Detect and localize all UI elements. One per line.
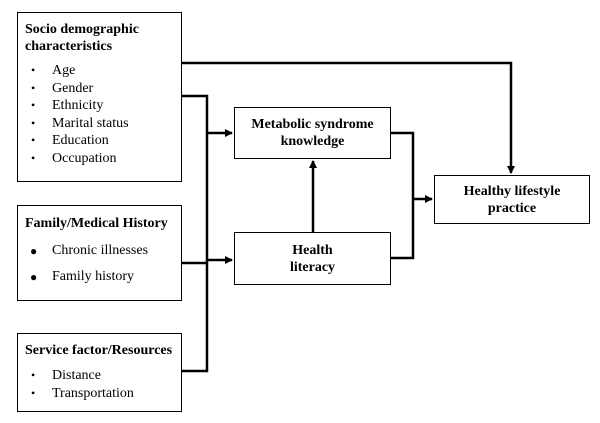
bullet-icon: ● bbox=[30, 270, 38, 284]
list-item: •Education bbox=[31, 133, 109, 149]
list-item: •Occupation bbox=[31, 150, 117, 166]
service-factor-title: Service factor/Resources bbox=[25, 343, 173, 358]
bullet-icon: • bbox=[31, 133, 36, 148]
bracket-left-inputs bbox=[182, 94, 209, 373]
bullet-icon: • bbox=[31, 150, 36, 165]
bullet-icon: • bbox=[31, 98, 36, 113]
list-item: ●Family history bbox=[25, 264, 181, 290]
list-item: ●Chronic illnesses bbox=[25, 238, 181, 264]
service-factor-list: •Distance •Transportation bbox=[25, 367, 181, 402]
socio-demographic-box: Socio demographic characteristics •Age •… bbox=[17, 12, 182, 182]
bullet-icon: • bbox=[31, 80, 36, 95]
bullet-icon: • bbox=[31, 63, 36, 77]
socio-demographic-title: Socio demographic characteristics bbox=[25, 22, 139, 54]
bullet-icon: • bbox=[31, 115, 36, 130]
bullet-icon: • bbox=[31, 368, 36, 382]
bracket-right-outputs bbox=[391, 131, 415, 260]
socio-demographic-list: •Age •Gender •Ethnicity •Marital status … bbox=[25, 62, 181, 168]
list-item: •Marital status bbox=[31, 115, 129, 131]
list-item: •Distance bbox=[31, 368, 101, 383]
family-medical-history-list: ●Chronic illnesses ●Family history bbox=[25, 238, 181, 290]
healthy-lifestyle-practice-label: Healthy lifestyle practice bbox=[463, 183, 561, 216]
arrow-socio-to-healthy bbox=[182, 61, 515, 174]
list-item: •Ethnicity bbox=[31, 98, 104, 114]
family-medical-history-title: Family/Medical History bbox=[25, 216, 168, 231]
service-factor-box: Service factor/Resources •Distance •Tran… bbox=[17, 333, 182, 412]
list-item: •Age bbox=[31, 63, 76, 78]
list-item: •Transportation bbox=[31, 385, 134, 401]
metabolic-syndrome-knowledge-box: Metabolic syndrome knowledge bbox=[234, 107, 391, 159]
bullet-icon: • bbox=[31, 385, 36, 400]
healthy-lifestyle-practice-box: Healthy lifestyle practice bbox=[434, 175, 590, 224]
bullet-icon: ● bbox=[30, 244, 38, 258]
metabolic-syndrome-knowledge-label: Metabolic syndrome knowledge bbox=[251, 117, 374, 149]
health-literacy-box: Health literacy bbox=[234, 232, 391, 285]
health-literacy-label: Health literacy bbox=[289, 242, 336, 275]
family-medical-history-box: Family/Medical History ●Chronic illnesse… bbox=[17, 205, 182, 301]
list-item: •Gender bbox=[31, 80, 94, 96]
